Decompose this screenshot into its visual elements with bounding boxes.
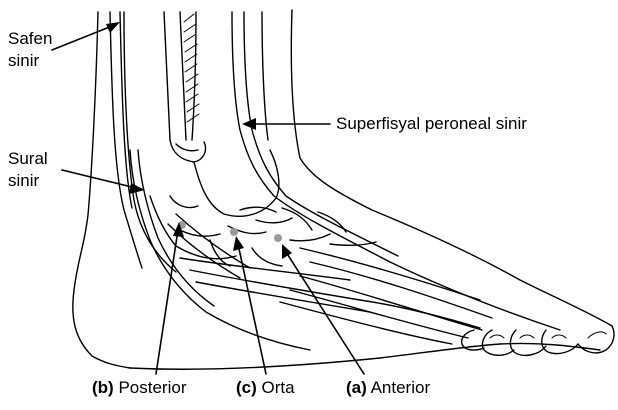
orta-text: Orta [262, 378, 295, 397]
posterior-label: (b) Posterior [92, 377, 186, 399]
achilles-tendon [110, 12, 142, 268]
safen-label: Safen sinir [8, 28, 52, 72]
anterior-letter: (a) [346, 378, 367, 397]
toe-4 [482, 330, 514, 355]
pointer-superfisyal [242, 118, 330, 130]
sole-outline [130, 343, 600, 369]
toe-nail-lines [490, 332, 606, 338]
tibia-outline [192, 12, 268, 140]
fibula-hatching [184, 14, 199, 122]
talus-outline [194, 150, 279, 216]
anterior-label: (a) Anterior [346, 377, 430, 399]
fibula-tip [170, 140, 206, 162]
orta-label: (c) Orta [236, 377, 295, 399]
sural-label-line2: sinir [8, 170, 48, 192]
anterior-text: Anterior [371, 378, 431, 397]
sural-label-line1: Sural [8, 148, 48, 170]
superfisyal-label: Superfisyal peroneal sinir [336, 113, 527, 135]
saphenous-nerve [124, 12, 176, 272]
orta-letter: (c) [236, 378, 257, 397]
metatarsal-bones [280, 248, 492, 344]
safen-label-line2: sinir [8, 50, 52, 72]
toe-2 [542, 330, 578, 354]
pointer-safen [52, 22, 120, 50]
sural-label: Sural sinir [8, 148, 48, 192]
fibula-outline [164, 12, 186, 140]
toe-3 [510, 330, 546, 355]
superficial-peroneal-nerve [232, 12, 560, 330]
pointer-orta [233, 236, 266, 374]
pointer-posterior [156, 222, 184, 374]
posterior-letter: (b) [92, 378, 114, 397]
marker-anterior [274, 234, 282, 242]
safen-label-line1: Safen [8, 28, 52, 50]
marker-orta [230, 228, 238, 236]
posterior-text: Posterior [118, 378, 186, 397]
tarsal-bones [170, 196, 376, 266]
